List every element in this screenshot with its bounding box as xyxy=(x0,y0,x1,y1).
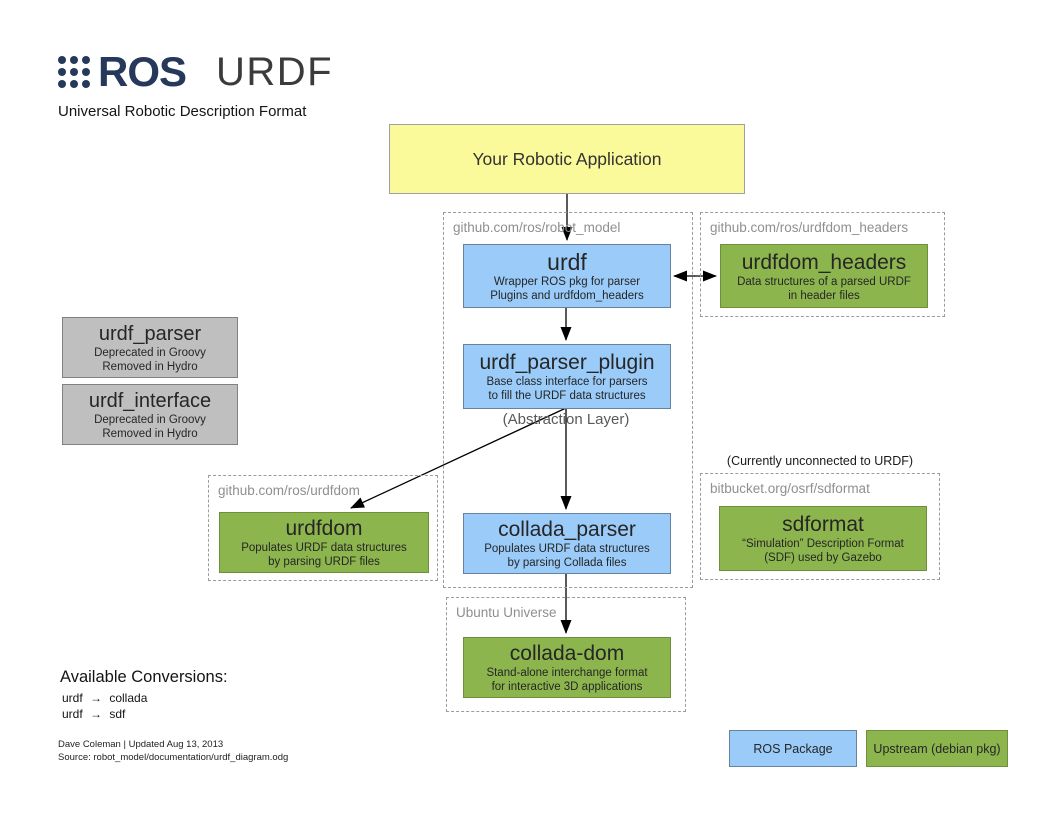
group-sdformat: bitbucket.org/osrf/sdformat sdformat “Si… xyxy=(700,473,940,580)
node-collada-parser-desc2: by parsing Collada files xyxy=(507,557,627,569)
legend-ros-package: ROS Package xyxy=(729,730,857,767)
node-collada-parser: collada_parser Populates URDF data struc… xyxy=(463,513,671,574)
page-subtitle: Universal Robotic Description Format xyxy=(58,103,307,120)
ros-logo-text: ROS xyxy=(98,48,187,95)
node-urdf-interface-desc1: Deprecated in Groovy xyxy=(94,413,206,426)
node-urdf-desc1: Wrapper ROS pkg for parser xyxy=(493,275,641,288)
conversion-item-urdf-sdf: urdf → sdf xyxy=(62,707,126,721)
group-urdfdom: github.com/ros/urdfdom urdfdom Populates… xyxy=(208,475,438,581)
footer-credits: Dave Coleman | Updated Aug 13, 2013 Sour… xyxy=(58,739,288,764)
node-urdf-parser-desc2: Removed in Hydro xyxy=(102,360,198,373)
group-urdfdom-label: github.com/ros/urdfdom xyxy=(218,483,360,498)
legend-ros-package-label: ROS Package xyxy=(753,741,833,756)
sdformat-unconnected-note: (Currently unconnected to URDF) xyxy=(726,454,914,468)
node-urdf: urdf Wrapper ROS pkg for parser Plugins … xyxy=(463,244,671,308)
node-collada-parser-desc1: Populates URDF data structures xyxy=(484,543,650,555)
legend-upstream: Upstream (debian pkg) xyxy=(866,730,1008,767)
group-robot-model: github.com/ros/robot_model urdf Wrapper … xyxy=(443,212,693,588)
group-ubuntu-universe: Ubuntu Universe collada-dom Stand-alone … xyxy=(446,597,686,712)
node-urdf-parser: urdf_parser Deprecated in Groovy Removed… xyxy=(62,317,238,378)
node-urdf-parser-plugin-desc2: to fill the URDF data structures xyxy=(488,390,646,402)
page-title: URDF xyxy=(216,49,334,94)
node-collada-dom-desc2: for interactive 3D applications xyxy=(491,681,643,693)
node-urdfdom-headers-title: urdfdom_headers xyxy=(741,250,907,274)
node-urdfdom-desc2: by parsing URDF files xyxy=(268,556,380,568)
node-urdfdom-headers-desc2: in header files xyxy=(788,289,860,302)
header-logo-row: ROS URDF xyxy=(57,48,333,96)
node-urdf-parser-desc1: Deprecated in Groovy xyxy=(94,346,206,359)
footer-source-line: Source: robot_model/documentation/urdf_d… xyxy=(58,751,289,763)
node-urdfdom-headers: urdfdom_headers Data structures of a par… xyxy=(720,244,928,308)
conversion-item-urdf-collada: urdf → collada xyxy=(62,691,148,705)
abstraction-layer-note: (Abstraction Layer) xyxy=(502,411,630,428)
node-urdf-parser-plugin-desc1: Base class interface for parsers xyxy=(486,376,648,388)
node-urdf-interface: urdf_interface Deprecated in Groovy Remo… xyxy=(62,384,238,445)
node-collada-dom-desc1: Stand-alone interchange format xyxy=(486,667,648,679)
node-collada-dom-title: collada-dom xyxy=(509,642,625,665)
node-collada-dom: collada-dom Stand-alone interchange form… xyxy=(463,637,671,698)
legend-upstream-label: Upstream (debian pkg) xyxy=(873,741,1001,756)
group-sdformat-label: bitbucket.org/osrf/sdformat xyxy=(710,481,870,496)
node-urdf-interface-desc2: Removed in Hydro xyxy=(102,427,198,440)
node-urdf-parser-plugin-title: urdf_parser_plugin xyxy=(479,351,655,374)
node-urdf-interface-title: urdf_interface xyxy=(88,389,212,412)
node-urdf-desc2: Plugins and urdfdom_headers xyxy=(490,289,644,302)
node-urdf-parser-plugin: urdf_parser_plugin Base class interface … xyxy=(463,344,671,409)
group-urdfdom-headers: github.com/ros/urdfdom_headers urdfdom_h… xyxy=(700,212,945,317)
footer-author-line: Dave Coleman | Updated Aug 13, 2013 xyxy=(58,739,224,750)
node-urdf-parser-title: urdf_parser xyxy=(98,322,202,345)
conversions-title: Available Conversions: xyxy=(60,668,228,686)
node-collada-parser-title: collada_parser xyxy=(498,518,636,541)
node-sdformat-title: sdformat xyxy=(782,513,864,536)
node-sdformat-desc1: “Simulation” Description Format xyxy=(742,538,904,550)
node-urdfdom-headers-desc1: Data structures of a parsed URDF xyxy=(737,275,911,288)
your-robotic-application-label: Your Robotic Application xyxy=(472,148,662,169)
node-sdformat-desc2: (SDF) used by Gazebo xyxy=(764,552,882,564)
your-robotic-application-box: Your Robotic Application xyxy=(389,124,745,194)
ros-logo-icon xyxy=(58,56,90,88)
group-robot-model-label: github.com/ros/robot_model xyxy=(453,220,621,235)
node-urdfdom-title: urdfdom xyxy=(285,517,363,540)
node-urdfdom-desc1: Populates URDF data structures xyxy=(241,542,407,554)
group-ubuntu-universe-label: Ubuntu Universe xyxy=(456,605,557,620)
node-urdfdom: urdfdom Populates URDF data structures b… xyxy=(219,512,429,573)
node-sdformat: sdformat “Simulation” Description Format… xyxy=(719,506,927,571)
node-urdf-title: urdf xyxy=(547,248,587,275)
group-urdfdom-headers-label: github.com/ros/urdfdom_headers xyxy=(710,220,909,235)
